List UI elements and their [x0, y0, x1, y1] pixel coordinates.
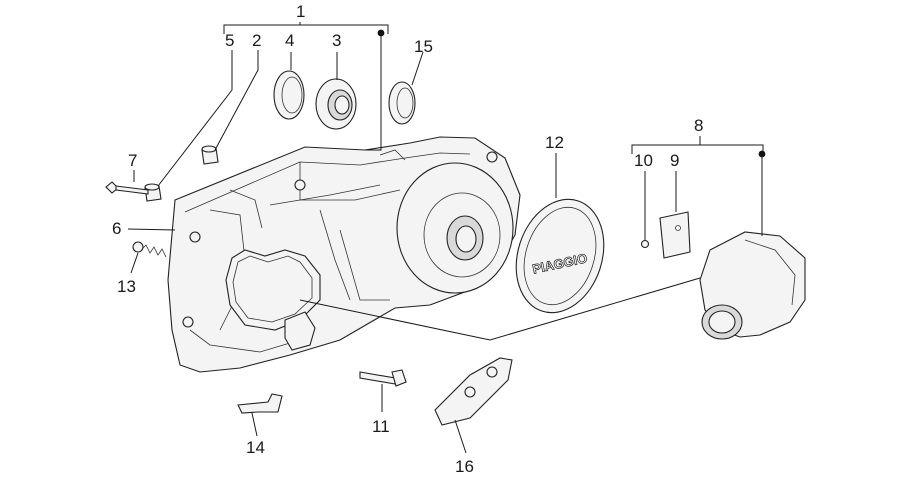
- group-bracket-1: [223, 22, 389, 37]
- callout-9: 9: [670, 151, 679, 170]
- plate-9: [659, 211, 691, 259]
- callout-15: 15: [414, 37, 433, 56]
- callout-7: 7: [128, 151, 137, 170]
- screw-10: [640, 239, 650, 249]
- callout-16: 16: [455, 457, 474, 476]
- callout-14: 14: [246, 438, 265, 457]
- bolt-11: [359, 369, 407, 387]
- circlip-15: [388, 81, 416, 125]
- callout-12: 12: [545, 133, 564, 152]
- callout-3: 3: [332, 31, 341, 50]
- clip-14: [237, 393, 283, 414]
- callout-13: 13: [117, 277, 136, 296]
- callout-11: 11: [372, 417, 390, 436]
- screw-7: [105, 181, 149, 195]
- dowel-5: [144, 183, 162, 202]
- spring-13: [132, 241, 167, 258]
- callout-8: 8: [694, 116, 703, 135]
- guard-16: [434, 357, 513, 426]
- air-duct: [699, 231, 806, 340]
- crankcase-cover: [167, 136, 521, 373]
- bearing: [315, 78, 357, 130]
- callout-4: 4: [285, 31, 294, 50]
- callout-6: 6: [112, 219, 121, 238]
- callout-2: 2: [252, 31, 261, 50]
- callout-5: 5: [225, 31, 234, 50]
- callout-1: 1: [296, 2, 305, 21]
- leader-lines: [127, 22, 763, 454]
- callout-10: 10: [634, 151, 653, 170]
- callout-labels: 1 2 3 4 5 6 7 8 9 10 11 12 13 14 15 16: [112, 2, 703, 476]
- clutch-cover: PIAGGIO: [515, 198, 605, 314]
- circlip-4: [273, 70, 305, 120]
